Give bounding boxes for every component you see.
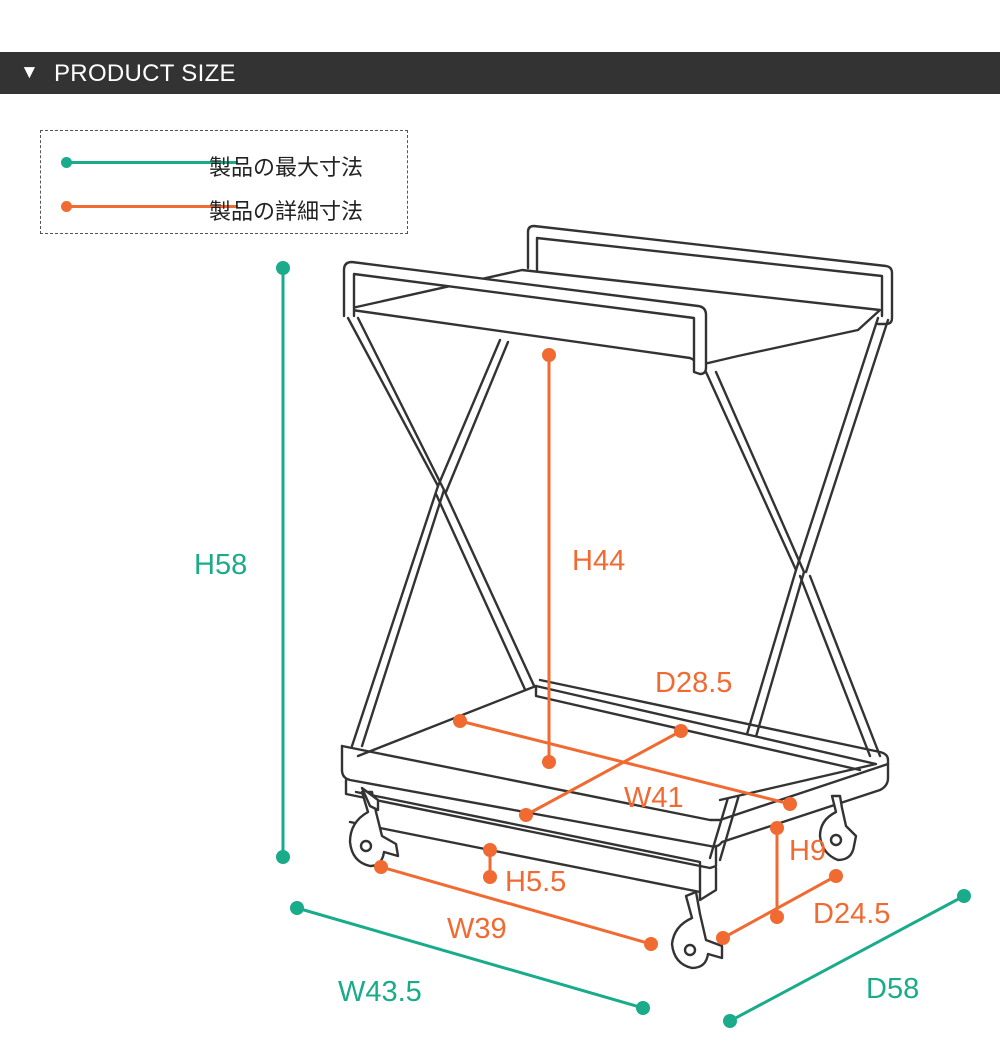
legend-label-detail: 製品の詳細寸法 [209,200,364,225]
dim-line-base-depth [716,869,843,945]
legend-label-max: 製品の最大寸法 [209,156,364,181]
dim-endpoint [374,860,388,874]
dim-line-top-depth [519,724,688,822]
legend-dot-max [61,157,72,168]
label-base-depth: D24.5 [813,898,890,930]
dim-endpoint [483,843,497,857]
label-top-width: W41 [624,782,684,814]
section-header: ▼ PRODUCT SIZE [0,52,1000,94]
dim-line-base-width [374,860,658,951]
max-dimensions [276,261,971,1028]
dim-endpoint [644,937,658,951]
legend-line-max [66,161,238,164]
dim-line-shelf-height [770,821,784,924]
legend-dot-detail [61,201,72,212]
caster-front-right [670,890,724,970]
caster-back-left [360,786,380,812]
dim-endpoint [453,714,467,728]
dim-line-width-max [290,901,650,1015]
dim-endpoint [542,755,556,769]
dim-endpoint [542,348,556,362]
legend: 製品の最大寸法 製品の詳細寸法 [40,130,408,234]
label-shelf-height: H9 [789,835,826,867]
dim-endpoint [716,931,730,945]
dim-line-height-max [276,261,290,864]
legend-item-max: 製品の最大寸法 [41,148,407,181]
dim-endpoint [483,870,497,884]
dim-endpoint [674,724,688,738]
dim-endpoint [957,889,971,903]
dim-endpoint [276,850,290,864]
dim-endpoint [783,797,797,811]
triangle-down-icon: ▼ [20,62,39,83]
dim-line-depth-max [723,889,971,1028]
dim-endpoint [290,901,304,915]
wagon-frame-illustration [340,224,894,970]
dim-endpoint [636,1001,650,1015]
label-top-depth: D28.5 [655,667,732,699]
detail-dimensions [374,348,843,951]
dim-endpoint [723,1014,737,1028]
legend-item-detail: 製品の詳細寸法 [41,192,407,225]
section-title: PRODUCT SIZE [54,60,236,87]
label-depth-max: D58 [866,973,919,1005]
dim-line-inner-height [542,348,556,769]
caster-front-left [348,790,400,868]
label-caster-height: H5.5 [505,866,566,898]
label-base-width: W39 [447,913,507,945]
dim-endpoint [770,910,784,924]
label-width-max: W43.5 [338,976,422,1008]
dim-line-top-width [453,714,797,811]
dim-endpoint [276,261,290,275]
caster-back-right [818,794,858,862]
dim-endpoint [829,869,843,883]
label-height-max: H58 [194,549,247,581]
dim-endpoint [770,821,784,835]
label-inner-height: H44 [572,545,625,577]
dim-line-caster-height [483,843,497,884]
dim-endpoint [519,808,533,822]
legend-line-detail [66,205,238,208]
